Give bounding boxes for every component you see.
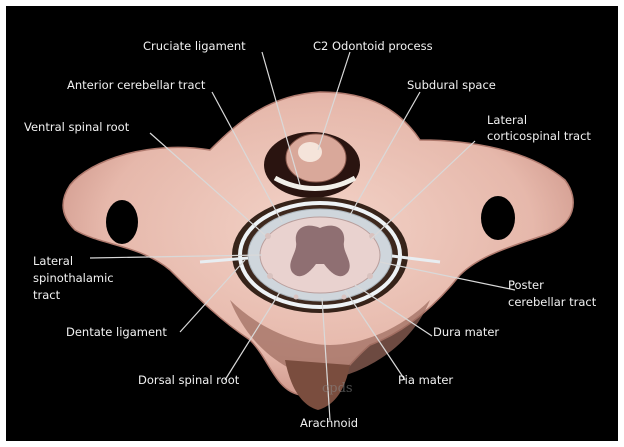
root-dot — [294, 295, 299, 300]
odontoid-highlight — [298, 142, 322, 162]
label-cruciate-ligament: Cruciate ligament — [143, 39, 246, 53]
label-lateral-spinothalamic-2: spinothalamic — [33, 271, 114, 285]
right-foramen — [481, 196, 515, 240]
root-dot — [265, 233, 271, 239]
label-anterior-cerebellar-tract: Anterior cerebellar tract — [67, 78, 206, 92]
label-dura-mater: Dura mater — [433, 325, 499, 339]
label-ventral-spinal-root: Ventral spinal root — [24, 120, 130, 134]
label-lateral-spinothalamic-3: tract — [33, 288, 61, 302]
left-foramen — [106, 200, 138, 244]
label-dorsal-spinal-root: Dorsal spinal root — [138, 373, 240, 387]
label-subdural-space: Subdural space — [407, 78, 496, 92]
root-dot — [267, 273, 273, 279]
root-dot — [342, 295, 347, 300]
watermark-logo: cpds — [322, 381, 353, 396]
label-poster-cerebellar-2: cerebellar tract — [508, 295, 597, 309]
label-pia-mater: Pia mater — [398, 373, 453, 387]
label-dentate-ligament: Dentate ligament — [66, 325, 167, 339]
label-odontoid-process: C2 Odontoid process — [313, 39, 433, 53]
label-lateral-corticospinal-1: Lateral — [487, 113, 527, 127]
label-poster-cerebellar-1: Poster — [508, 278, 544, 292]
label-arachnoid: Arachnoid — [300, 416, 358, 430]
label-lateral-corticospinal-2: corticospinal tract — [487, 129, 591, 143]
root-dot — [367, 273, 373, 279]
label-lateral-spinothalamic-1: Lateral — [33, 254, 73, 268]
